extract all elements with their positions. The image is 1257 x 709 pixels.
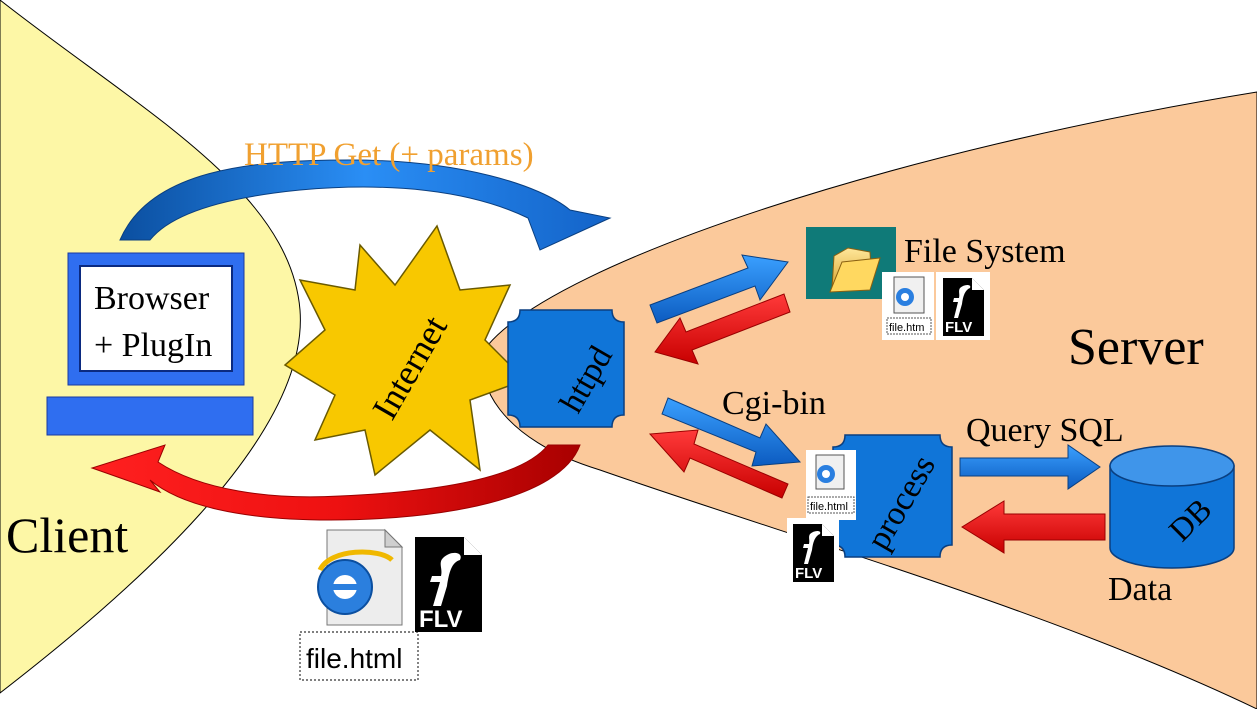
flv-label-process: FLV xyxy=(795,565,822,582)
flv-label-small: FLV xyxy=(945,319,972,336)
client-label: Client xyxy=(6,507,128,563)
request-arrow xyxy=(119,159,612,251)
arrow-to-process xyxy=(661,397,802,467)
cgi-label: Cgi-bin xyxy=(722,385,826,422)
file-htm-label-small: file.htm xyxy=(889,322,924,334)
server-label: Server xyxy=(1068,319,1204,376)
process-box xyxy=(832,434,953,558)
file-html-label-process: file.html xyxy=(810,501,848,513)
internet-burst xyxy=(283,224,527,477)
flv-file-icon xyxy=(936,272,990,340)
arrow-from-db xyxy=(961,500,1106,554)
arrow-from-filesystem xyxy=(654,293,791,365)
file-html-label: file.html xyxy=(306,643,402,674)
arrow-to-db xyxy=(959,444,1101,490)
flv-label: FLV xyxy=(419,606,463,633)
flv-file-icon xyxy=(787,518,839,584)
query-label: Query SQL xyxy=(966,412,1124,449)
response-arrow xyxy=(90,444,581,521)
httpd-box xyxy=(507,309,625,428)
folder-icon xyxy=(806,227,896,299)
browser-label-line1: Browser xyxy=(94,280,210,317)
file-system-label: File System xyxy=(904,233,1066,270)
arrow-from-process xyxy=(648,429,789,499)
server-region xyxy=(482,91,1257,709)
ie-file-icon xyxy=(806,450,856,520)
db-cylinder xyxy=(1109,445,1235,569)
ie-file-icon xyxy=(882,272,934,340)
flv-file-icon xyxy=(415,537,482,632)
arrow-to-filesystem xyxy=(649,254,789,324)
data-label: Data xyxy=(1108,571,1172,608)
browser-label-line2: + PlugIn xyxy=(94,327,212,364)
browser-computer xyxy=(46,252,254,436)
ie-file-icon xyxy=(299,528,419,681)
request-label: HTTP Get (+ params) xyxy=(244,137,534,173)
